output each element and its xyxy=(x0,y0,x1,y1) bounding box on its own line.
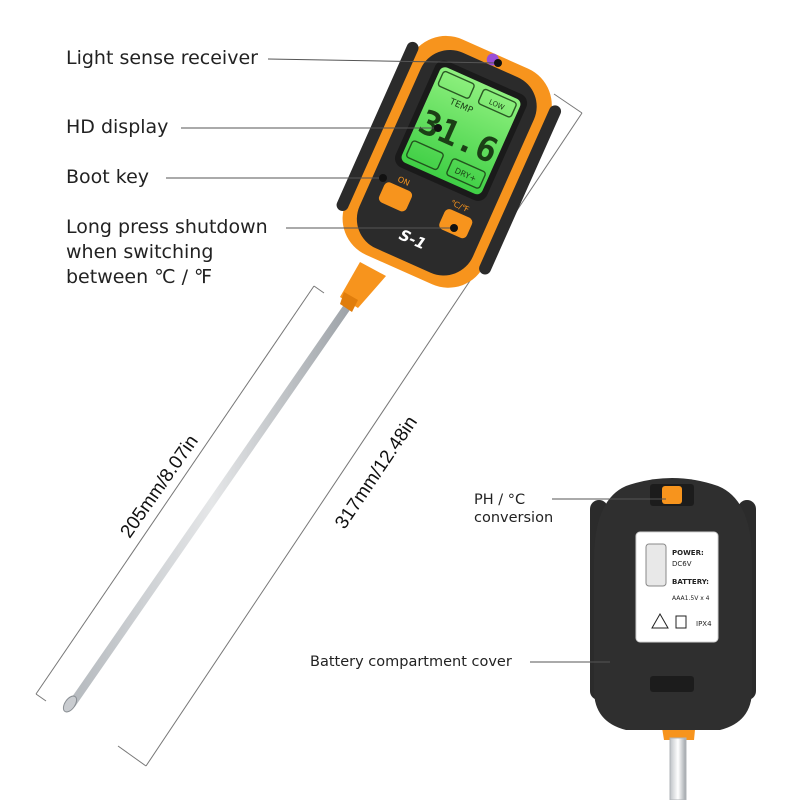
lcd-screen xyxy=(401,67,521,195)
battery-label: BATTERY: xyxy=(672,578,709,586)
callout-ph-conversion-line-1: PH / °C xyxy=(474,492,526,508)
probe-collar xyxy=(340,262,386,312)
meter-front: LOW TEMP 31.6 DRY+ ON ℃/℉ S-1 xyxy=(336,35,562,288)
meter-back: POWER: DC6V BATTERY: AAA1.5V x 4 IPX4 xyxy=(590,478,756,800)
callout-boot-key: Boot key xyxy=(66,166,150,188)
callout-dots xyxy=(379,59,502,232)
callout-ph-conversion: PH / °C conversion xyxy=(474,491,553,527)
callout-hd-display: HD display xyxy=(66,116,169,138)
dimension-line-probe xyxy=(35,285,325,702)
callout-long-press: Long press shutdown when switching betwe… xyxy=(66,215,268,290)
probe-rod xyxy=(62,296,356,713)
callout-long-press-line-3: between ℃ / ℉ xyxy=(66,266,213,288)
callout-long-press-line-1: Long press shutdown xyxy=(66,216,268,238)
on-key xyxy=(378,182,413,212)
ph-conversion-switch xyxy=(662,486,682,504)
unit-key xyxy=(439,209,473,239)
power-value: DC6V xyxy=(672,560,692,568)
warning-icon xyxy=(651,612,669,629)
callout-battery-cover: Battery compartment cover xyxy=(310,654,512,670)
callout-long-press-line-2: when switching xyxy=(66,241,214,263)
callout-ph-conversion-line-2: conversion xyxy=(474,510,554,526)
battery-value: AAA1.5V x 4 xyxy=(672,595,710,602)
callout-light-sense-receiver: Light sense receiver xyxy=(66,47,258,69)
callout-lines xyxy=(166,58,666,663)
power-label: POWER: xyxy=(672,549,704,557)
ipx-text: IPX4 xyxy=(696,620,712,628)
manual-icon xyxy=(675,615,687,629)
